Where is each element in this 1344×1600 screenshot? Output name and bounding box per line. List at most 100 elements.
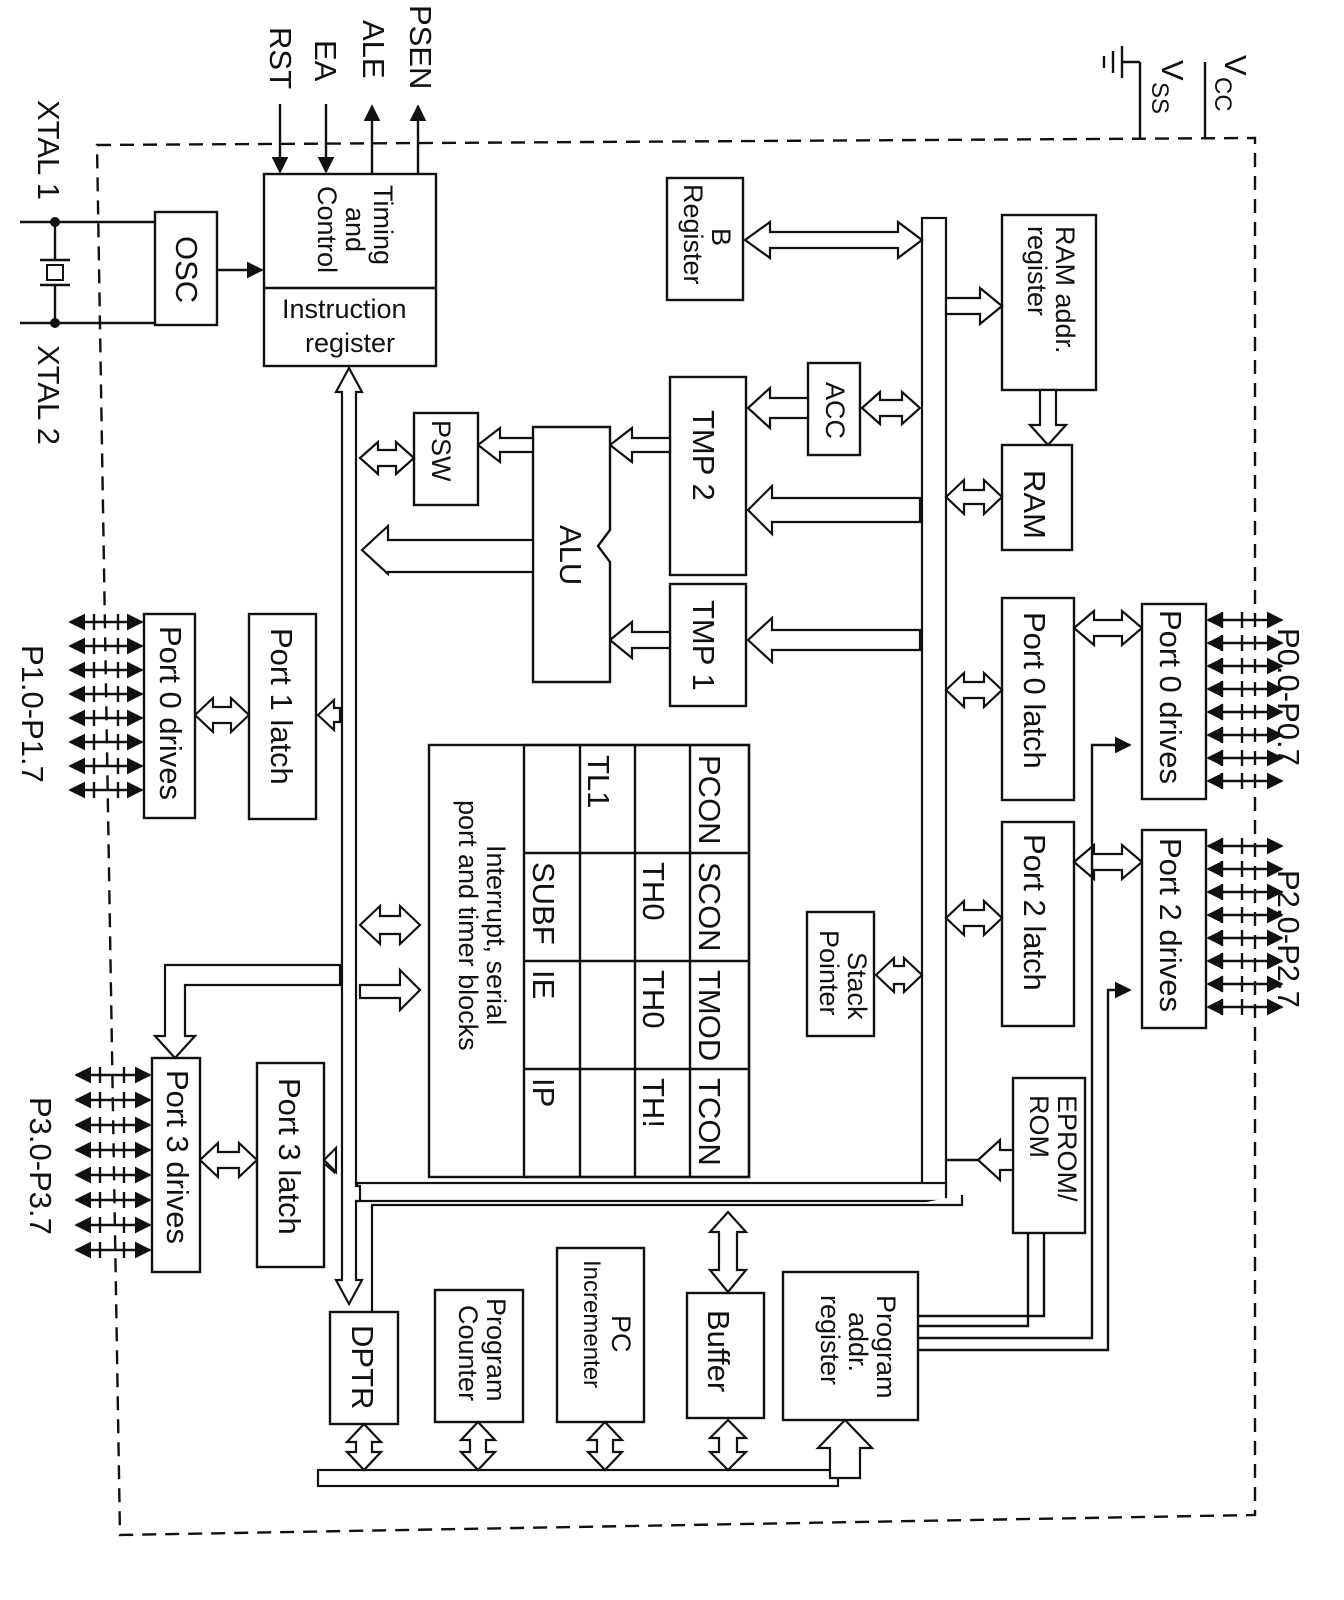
sfr-cell: TMOD [692, 970, 727, 1061]
dptr-block: DPTR [328, 1310, 400, 1426]
pc-incrementer-bus-arrow [585, 1420, 625, 1472]
program-addr-line-1: Program [871, 1295, 901, 1399]
osc-label: OSC [169, 236, 204, 303]
program-counter-bus-arrow [458, 1420, 498, 1472]
port0-drives-block: Port 0 drives [1140, 602, 1208, 801]
rst-pin-label: RST [263, 27, 298, 89]
port2-drives-label: Port 2 drives [1153, 838, 1188, 1012]
sfr-caption-line-1: Interrupt, serial [481, 845, 511, 1025]
crystal-pins: XTAL 1 XTAL 2 [20, 100, 155, 445]
vss-subscript: SS [1146, 82, 1173, 114]
instruction-register-line-2: register [305, 328, 395, 358]
buffer-bus-arrow [707, 1210, 749, 1294]
instruction-register-line-1: Instruction [282, 294, 407, 324]
dptr-bus-arrow [344, 1422, 384, 1472]
ram-block: RAM [1000, 443, 1074, 552]
sfr-cell: IE [526, 970, 561, 999]
tmp1-label: TMP 1 [686, 600, 721, 691]
pc-incrementer-block: PC Incrementer [555, 1246, 646, 1424]
tmp2-to-alu-arrow [608, 425, 672, 465]
sfr-cell: TL1 [581, 755, 616, 808]
sfr-cell: TH0 [636, 862, 671, 921]
ram-addr-bus-arrow [944, 285, 1004, 327]
port-pin-lines [68, 611, 1284, 1259]
port0-drives-label: Port 0 drives [1153, 610, 1188, 784]
program-addr-line-2: addr. [843, 1312, 873, 1372]
psw-label: PSW [426, 420, 456, 482]
sfr-cell: PCON [692, 755, 727, 845]
pc-incrementer-line-2: Incrementer [578, 1260, 605, 1388]
port3-latch-label: Port 3 latch [272, 1078, 307, 1235]
acc-to-tmp2-arrow [746, 385, 810, 431]
port0-pins-label: P0.0-P0.7 [1271, 628, 1306, 766]
ram-addr-line-2: register [1022, 226, 1052, 316]
timing-control-block: Timing and Control Instruction register [262, 172, 438, 368]
psw-block: PSW [412, 411, 480, 507]
port1-latch-block: Port 1 latch [247, 612, 318, 821]
port3-drives-label: Port 3 drives [160, 1070, 195, 1244]
port0-latch-block: Port 0 latch [1000, 596, 1076, 802]
port3-drives-block: Port 3 drives [150, 1056, 202, 1274]
tmp2-block: TMP 2 [668, 375, 748, 577]
eprom-rom-line-2: ROM [1024, 1095, 1054, 1158]
buffer-label: Buffer [701, 1310, 736, 1392]
port0-latch-drives-arrow [1072, 608, 1144, 648]
psen-pin-label: PSEN [403, 5, 438, 89]
sfr-bus-arrow-1 [358, 903, 422, 947]
port1-latch-label: Port 1 latch [264, 628, 299, 785]
sfr-cell: TH0 [636, 970, 671, 1029]
port1-drives-block: Port 0 drives [142, 612, 197, 820]
alu-to-left-bus-arrow [360, 523, 535, 577]
ram-addr-line-1: RAM addr. [1050, 226, 1080, 354]
sfr-bus-arrow-2 [358, 967, 422, 1013]
port1-pins-label: P1.0-P1.7 [15, 645, 50, 783]
eprom-to-bus-arrow [976, 1137, 1015, 1183]
port2-latch-block: Port 2 latch [1000, 820, 1076, 1028]
ea-pin-label: EA [308, 40, 343, 82]
port0-latch-label: Port 0 latch [1017, 612, 1052, 769]
xtal2-label: XTAL 2 [31, 345, 66, 445]
xtal1-label: XTAL 1 [31, 100, 66, 200]
program-addr-line-3: register [815, 1295, 845, 1385]
b-register-line-1: B [706, 228, 736, 246]
port2-latch-label: Port 2 latch [1017, 834, 1052, 991]
port3-pins-label: P3.0-P3.7 [23, 1097, 58, 1235]
psw-bus-arrow [358, 439, 416, 477]
control-pins: PSEN ALE EA RST [263, 5, 438, 174]
vcc-subscript: CC [1209, 77, 1236, 112]
port1-drives-label: Port 0 drives [153, 626, 188, 800]
timing-control-line-1: Timing [368, 185, 398, 265]
sfr-cell: IP [526, 1078, 561, 1107]
tmp1-to-alu-arrow [608, 619, 672, 661]
power-pins: V CC V SS [1102, 46, 1253, 138]
b-register-bus-arrow [743, 219, 924, 261]
acc-label: ACC [820, 382, 850, 439]
port2-drives-block: Port 2 drives [1140, 828, 1208, 1030]
port2-latch-drives-arrow [1072, 842, 1144, 882]
port3-latch-block: Port 3 latch [255, 1061, 326, 1269]
program-addr-register-block: Program addr. register [781, 1270, 920, 1422]
eprom-rom-line-1: EPROM/ [1052, 1095, 1082, 1202]
tmp1-block: TMP 1 [668, 582, 748, 708]
ram-bus-arrow [944, 477, 1004, 517]
sfr-cell: TH! [636, 1078, 671, 1128]
port2-pins-label: P2.0-P2.7 [1271, 870, 1306, 1008]
vcc-label: V [1218, 55, 1253, 76]
buffer-block: Buffer [685, 1291, 766, 1420]
chip-boundary [95, 136, 1257, 1537]
port1-latch-bus-arrow [316, 697, 342, 733]
stack-pointer-line-2: Pointer [814, 930, 844, 1016]
internal-bus [316, 216, 964, 1488]
bus-to-tmp1-arrow [746, 615, 922, 665]
timing-control-line-3: Control [312, 186, 342, 273]
program-counter-line-2: Counter [453, 1305, 483, 1401]
bus-to-program-addr-arrow [815, 1418, 875, 1480]
program-counter-block: Program Counter [433, 1288, 525, 1424]
alu-to-psw-arrow [476, 425, 535, 465]
timing-control-line-2: and [340, 207, 370, 252]
port0-latch-bus-arrow [944, 670, 1004, 710]
sfr-cell: SCON [692, 862, 727, 952]
ram-addr-to-ram-arrow [1027, 388, 1069, 447]
